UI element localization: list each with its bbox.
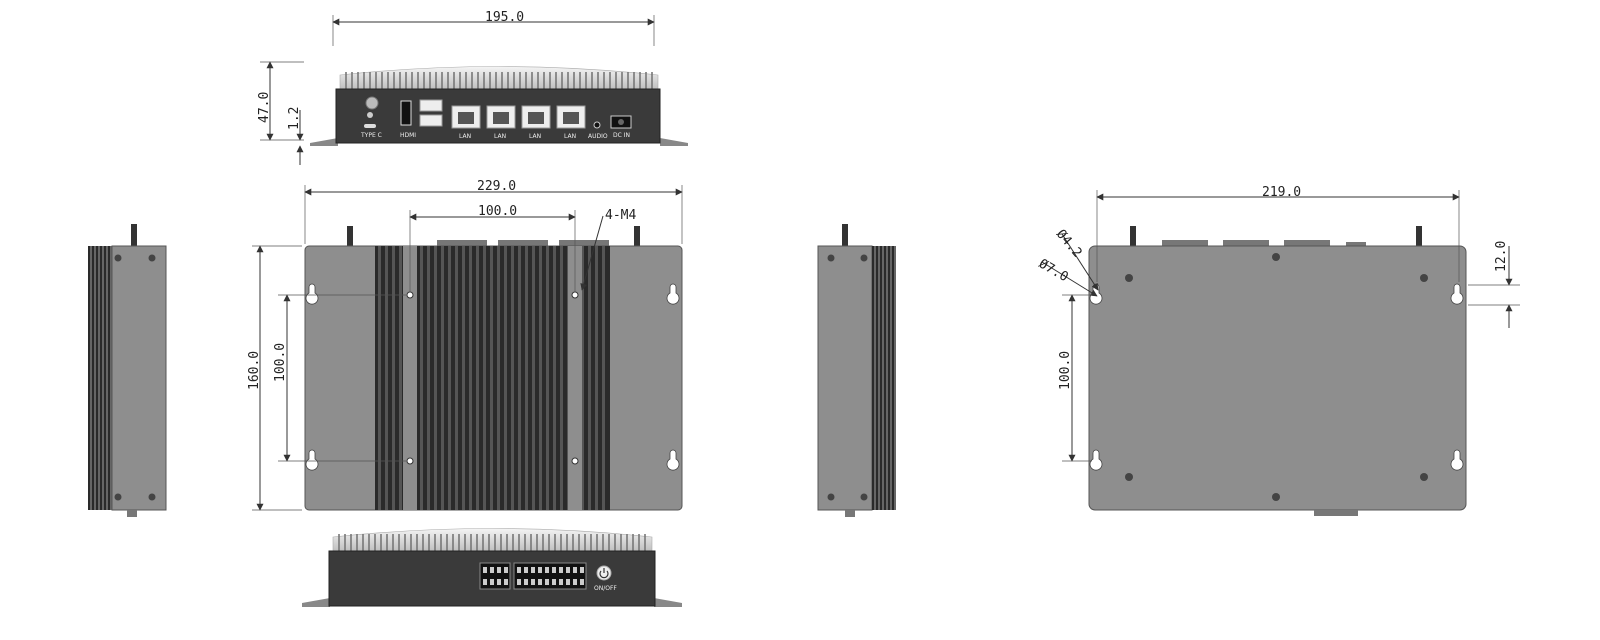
antenna-right xyxy=(634,226,640,246)
keyhole-slot xyxy=(666,449,680,471)
rear-heatsink-fins xyxy=(345,72,653,89)
bottom-view: 219.0 Ø4.2 Ø7.0 12.0 100.0 xyxy=(1036,185,1520,516)
keyhole-slot xyxy=(1450,283,1464,305)
terminal-blocks xyxy=(479,562,587,590)
antenna-connector xyxy=(365,96,379,110)
lan-label: LAN xyxy=(494,133,506,140)
side-screw xyxy=(827,254,835,262)
lan-ports: LAN LAN LAN LAN xyxy=(451,105,586,140)
dim-bottom-width: 219.0 xyxy=(1262,185,1301,200)
right-side-panel xyxy=(817,245,873,511)
left-side-panel xyxy=(111,245,167,511)
screw-note: 4-M4 xyxy=(605,208,636,223)
right-side-view xyxy=(817,224,896,517)
db9-connector xyxy=(498,240,548,248)
bottom-screw xyxy=(1125,274,1133,282)
keyhole-slot xyxy=(1089,449,1103,471)
rear-view: TYPE C HDMI LAN LAN LAN LAN AUDIO DC IN 195… xyxy=(257,10,688,165)
lan-label: LAN xyxy=(529,133,541,140)
dim-hole-small: Ø4.2 xyxy=(1053,227,1085,261)
keyhole-slots xyxy=(305,283,680,471)
keyhole-slot xyxy=(305,449,319,471)
bottom-antenna xyxy=(1416,226,1422,246)
bottom-screw xyxy=(1272,253,1280,261)
side-screw xyxy=(114,493,122,501)
keyhole-slot xyxy=(666,283,680,305)
front-panel-view: ON/OFF xyxy=(302,528,682,607)
hdmi-port xyxy=(400,100,412,126)
hdmi-label: HDMI xyxy=(400,132,416,139)
db9-connector xyxy=(437,240,487,248)
left-antenna xyxy=(131,224,137,246)
power-icon xyxy=(599,568,609,579)
rear-mount-foot xyxy=(660,138,688,146)
audio-jack xyxy=(593,121,601,129)
type-c-port xyxy=(364,124,376,128)
usb-port xyxy=(419,99,443,112)
dim-hole-large: Ø7.0 xyxy=(1036,256,1071,285)
side-screw xyxy=(860,493,868,501)
keyhole-slot xyxy=(305,283,319,305)
bottom-screws xyxy=(1125,253,1428,501)
side-screw xyxy=(114,254,122,262)
main-view: 229.0 100.0 4-M4 160.0 100.0 xyxy=(247,179,683,511)
front-heatsink-fins xyxy=(338,534,646,551)
dim-top-foot: 1.2 xyxy=(287,107,302,130)
m4-hole xyxy=(571,291,579,299)
lan-label: LAN xyxy=(564,133,576,140)
m4-hole xyxy=(571,457,579,465)
mount-rail xyxy=(568,246,582,510)
dim-top-height: 47.0 xyxy=(257,92,272,123)
main-heatsink-fins xyxy=(378,246,605,510)
side-screw xyxy=(148,254,156,262)
bottom-screw xyxy=(1125,473,1133,481)
dim-front-hole-x: 100.0 xyxy=(478,204,517,219)
side-screw xyxy=(148,493,156,501)
lan-label: LAN xyxy=(459,133,471,140)
m4-hole xyxy=(406,291,414,299)
bottom-antenna xyxy=(1130,226,1136,246)
dim-front-height: 160.0 xyxy=(247,351,262,390)
bottom-screw xyxy=(1272,493,1280,501)
audio-label: AUDIO xyxy=(588,133,608,140)
side-screw xyxy=(827,493,835,501)
ground-screw xyxy=(367,112,373,118)
usb-port xyxy=(419,114,443,127)
type-c-label: TYPE C xyxy=(360,132,382,139)
db9-connector xyxy=(559,240,609,248)
rear-mount-foot xyxy=(310,138,338,146)
rear-heatsink xyxy=(339,66,659,91)
mount-rail xyxy=(403,246,417,510)
side-screw xyxy=(860,254,868,262)
dim-front-hole-y: 100.0 xyxy=(273,343,288,382)
front-mount-foot xyxy=(302,598,330,607)
front-mount-foot xyxy=(654,598,682,607)
antenna-left xyxy=(347,226,353,246)
dim-front-width: 229.0 xyxy=(477,179,516,194)
left-side-view xyxy=(88,224,167,517)
bottom-plate xyxy=(1088,245,1467,511)
dim-edge-offset: 12.0 xyxy=(1494,241,1509,272)
right-antenna xyxy=(842,224,848,246)
bottom-screw xyxy=(1420,274,1428,282)
keyhole-slot xyxy=(1450,449,1464,471)
bottom-screw xyxy=(1420,473,1428,481)
dim-bottom-hole-y: 100.0 xyxy=(1058,351,1073,390)
dim-top-width: 195.0 xyxy=(485,10,524,25)
dc-in-label: DC IN xyxy=(613,132,630,139)
power-label: ON/OFF xyxy=(594,585,617,592)
m4-hole xyxy=(406,457,414,465)
